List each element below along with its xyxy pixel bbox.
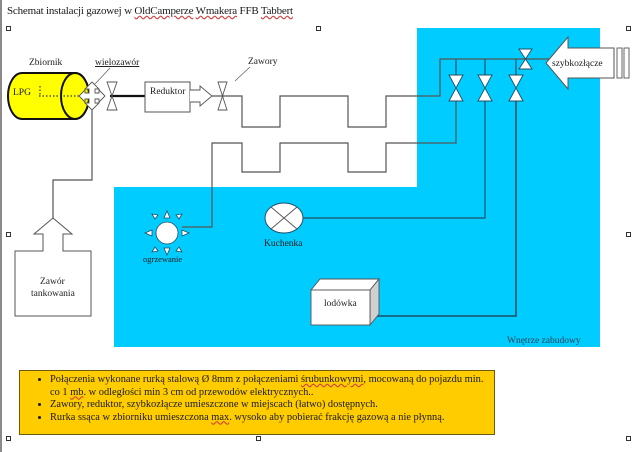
- valve-branch-fridge-icon[interactable]: [508, 74, 524, 102]
- pipes: [52, 58, 556, 317]
- note-word-flagged: max: [211, 411, 230, 423]
- quick-coupler-arrow[interactable]: [545, 35, 615, 91]
- note-text: , mocowaną do pojazdu min. co 1: [50, 374, 484, 398]
- notes-list: Połączenia wykonane rurką stalową Ø 8mm …: [32, 374, 488, 424]
- heater-label: ogrzewanie: [143, 254, 182, 264]
- tank-inner-label: LPG: [13, 88, 31, 98]
- fridge-label: lodówka: [324, 299, 358, 309]
- note-text: . wysoko aby pobierać frakcję gazową a n…: [229, 411, 445, 423]
- note-text: Połączenia wykonane rurką stalową Ø 8mm …: [50, 374, 302, 385]
- note-item: Zawory, reduktor, szybkozłącze umieszczo…: [50, 399, 488, 412]
- coupler-bar-2: [623, 47, 630, 79]
- valve-coupler-icon[interactable]: [518, 48, 533, 70]
- note-word-flagged: mb: [70, 386, 84, 398]
- note-text: Zawory, reduktor, szybkozłącze umieszczo…: [50, 399, 378, 410]
- title-word-oldcamperze: OldCamperze: [134, 5, 194, 17]
- lpg-tank[interactable]: [7, 72, 90, 120]
- note-word-flagged: śrubunkowymi: [301, 374, 364, 385]
- pipe-stove: [291, 100, 486, 219]
- fridge-box[interactable]: [310, 277, 380, 327]
- interior-area: [114, 28, 600, 347]
- document-title: Schemat instalacji gazowej w OldCamperze…: [7, 5, 293, 17]
- pipe-fridge: [376, 100, 517, 317]
- interior-label: Wnętrze zabudowy: [507, 336, 581, 346]
- multivalve-label: wielozawór: [95, 58, 140, 68]
- canvas-handle-bottom-left[interactable]: [6, 436, 11, 441]
- stove-icon[interactable]: [264, 202, 304, 234]
- coupler-bar-1: [616, 47, 623, 79]
- page-left-edge: [0, 0, 2, 452]
- heater-sun-icon[interactable]: [143, 209, 191, 257]
- canvas-handle-top-mid[interactable]: [316, 26, 321, 31]
- canvas-handle-top-right[interactable]: [626, 26, 631, 31]
- valve-main-1-icon[interactable]: [106, 81, 118, 111]
- valves-label: Zawory: [248, 57, 278, 67]
- note-text: . w odległości min 3 cm od przewodów ele…: [83, 386, 314, 398]
- canvas-handle-mid-left[interactable]: [6, 232, 11, 237]
- valves-callout-line: [234, 66, 251, 82]
- canvas-handle-mid-right[interactable]: [626, 232, 631, 237]
- canvas-handle-bottom-mid[interactable]: [256, 436, 261, 441]
- pipe-lower-zigzag: [182, 100, 457, 228]
- title-text: Schemat instalacji gazowej w: [7, 5, 135, 17]
- stove-label: Kuchenka: [264, 239, 303, 249]
- multivalve-icon[interactable]: [78, 81, 106, 111]
- canvas-handle-top-left[interactable]: [6, 26, 11, 31]
- filling-valve-label-2: tankowania: [31, 289, 76, 299]
- reducer-box[interactable]: [144, 81, 191, 113]
- note-text: Rurka ssąca w zbiorniku umieszczona: [50, 411, 212, 423]
- reducer-arrow-icon: [190, 85, 213, 107]
- quick-coupler-label: szybkozłącze: [552, 59, 603, 69]
- note-item: Rurka ssąca w zbiorniku umieszczona max.…: [50, 412, 488, 425]
- reducer-label: Reduktor: [150, 87, 186, 97]
- filling-valve-box[interactable]: [14, 217, 92, 317]
- pipe-filling: [52, 110, 93, 218]
- canvas-handle-bottom-right[interactable]: [626, 436, 631, 441]
- pipe-upper-zigzag: [232, 58, 556, 128]
- title-word-wmakera: Wmakera: [195, 5, 238, 17]
- valve-main-2-icon[interactable]: [217, 81, 228, 111]
- title-word-tabbert: Tabbert: [260, 5, 293, 17]
- valve-branch-stove-icon[interactable]: [477, 74, 493, 102]
- filling-valve-label-1: Zawór: [40, 277, 66, 287]
- title-text-ffb: FFB: [237, 5, 261, 17]
- valve-branch-heater-icon[interactable]: [448, 74, 464, 102]
- multivalve-callout-line: [94, 67, 111, 85]
- notes-box: Połączenia wykonane rurką stalową Ø 8mm …: [19, 370, 495, 435]
- tank-label: Zbiornik: [29, 58, 62, 68]
- note-item: Połączenia wykonane rurką stalową Ø 8mm …: [50, 374, 488, 399]
